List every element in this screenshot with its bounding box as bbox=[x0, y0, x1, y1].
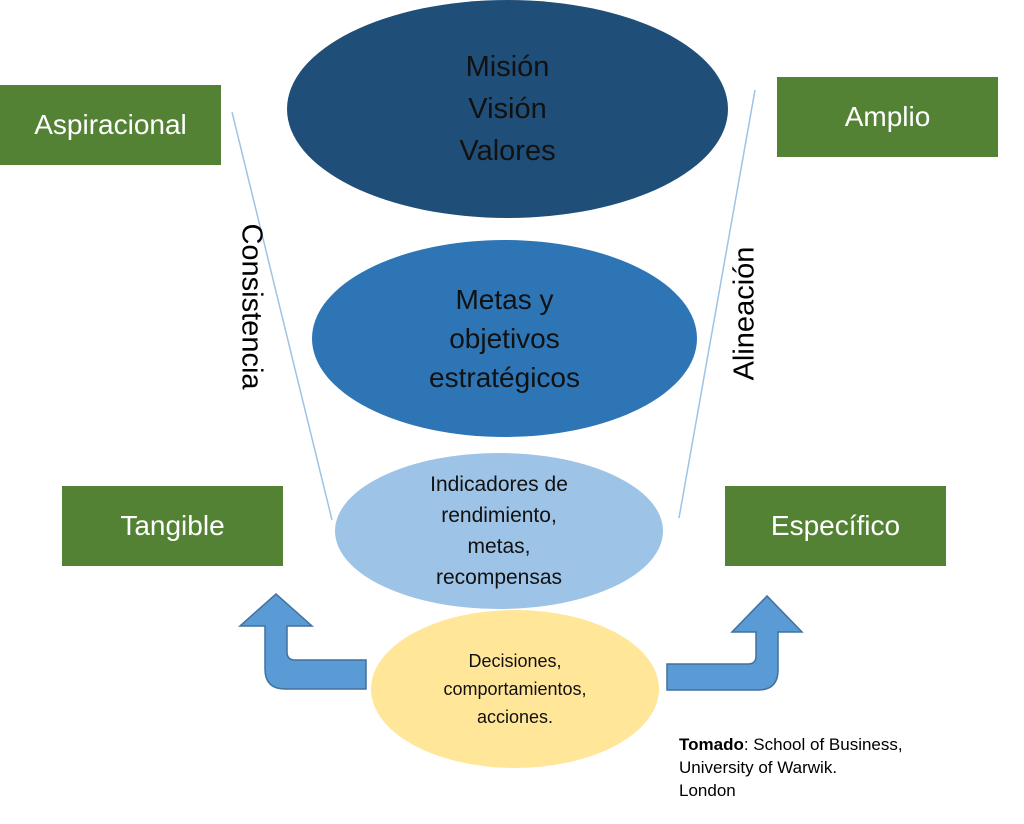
ellipse-text-line: estratégicos bbox=[429, 362, 580, 393]
source-line-2: University of Warwik. bbox=[679, 758, 838, 777]
source-line-1: : School of Business, bbox=[743, 735, 903, 754]
ellipse-text-line: Metas y bbox=[455, 284, 554, 315]
indicadores-ellipse: Indicadores de rendimiento, metas, recom… bbox=[335, 453, 663, 609]
ellipse-text-line: objetivos bbox=[449, 323, 560, 354]
left-funnel-line bbox=[231, 111, 333, 521]
mision-vision-valores-ellipse: Misión Visión Valores bbox=[287, 0, 728, 218]
ellipse-text-line: acciones. bbox=[476, 707, 554, 727]
alineacion-label: Alineación bbox=[728, 246, 761, 381]
especifico-box: Específico bbox=[725, 486, 946, 566]
tangible-box: Tangible bbox=[62, 486, 283, 566]
ellipse-text-line: rendimiento, bbox=[441, 504, 557, 527]
amplio-box: Amplio bbox=[777, 77, 998, 157]
decisiones-ellipse: Decisiones, comportamientos, acciones. bbox=[371, 610, 659, 768]
source-line-3: London bbox=[679, 781, 736, 800]
ellipse-text-line: Decisiones, bbox=[468, 651, 562, 671]
aspiracional-box: Aspiracional bbox=[0, 85, 221, 165]
left-up-arrow bbox=[238, 592, 367, 690]
ellipse-text-line: recompensas bbox=[435, 566, 563, 589]
ellipse-text-line: Valores bbox=[459, 135, 556, 167]
ellipse-text-line: comportamientos, bbox=[443, 679, 587, 699]
source-note: Tomado: School of Business, University o… bbox=[679, 733, 903, 802]
consistencia-label: Consistencia bbox=[235, 223, 268, 390]
right-funnel-line bbox=[678, 89, 756, 519]
metas-objetivos-ellipse: Metas y objetivos estratégicos bbox=[312, 240, 697, 437]
right-up-arrow bbox=[666, 594, 804, 691]
ellipse-text-line: metas, bbox=[467, 535, 531, 558]
source-label: Tomado bbox=[679, 735, 744, 754]
ellipse-text-line: Misión bbox=[465, 51, 550, 83]
ellipse-text-line: Indicadores de bbox=[430, 473, 568, 496]
ellipse-text-line: Visión bbox=[468, 93, 547, 125]
